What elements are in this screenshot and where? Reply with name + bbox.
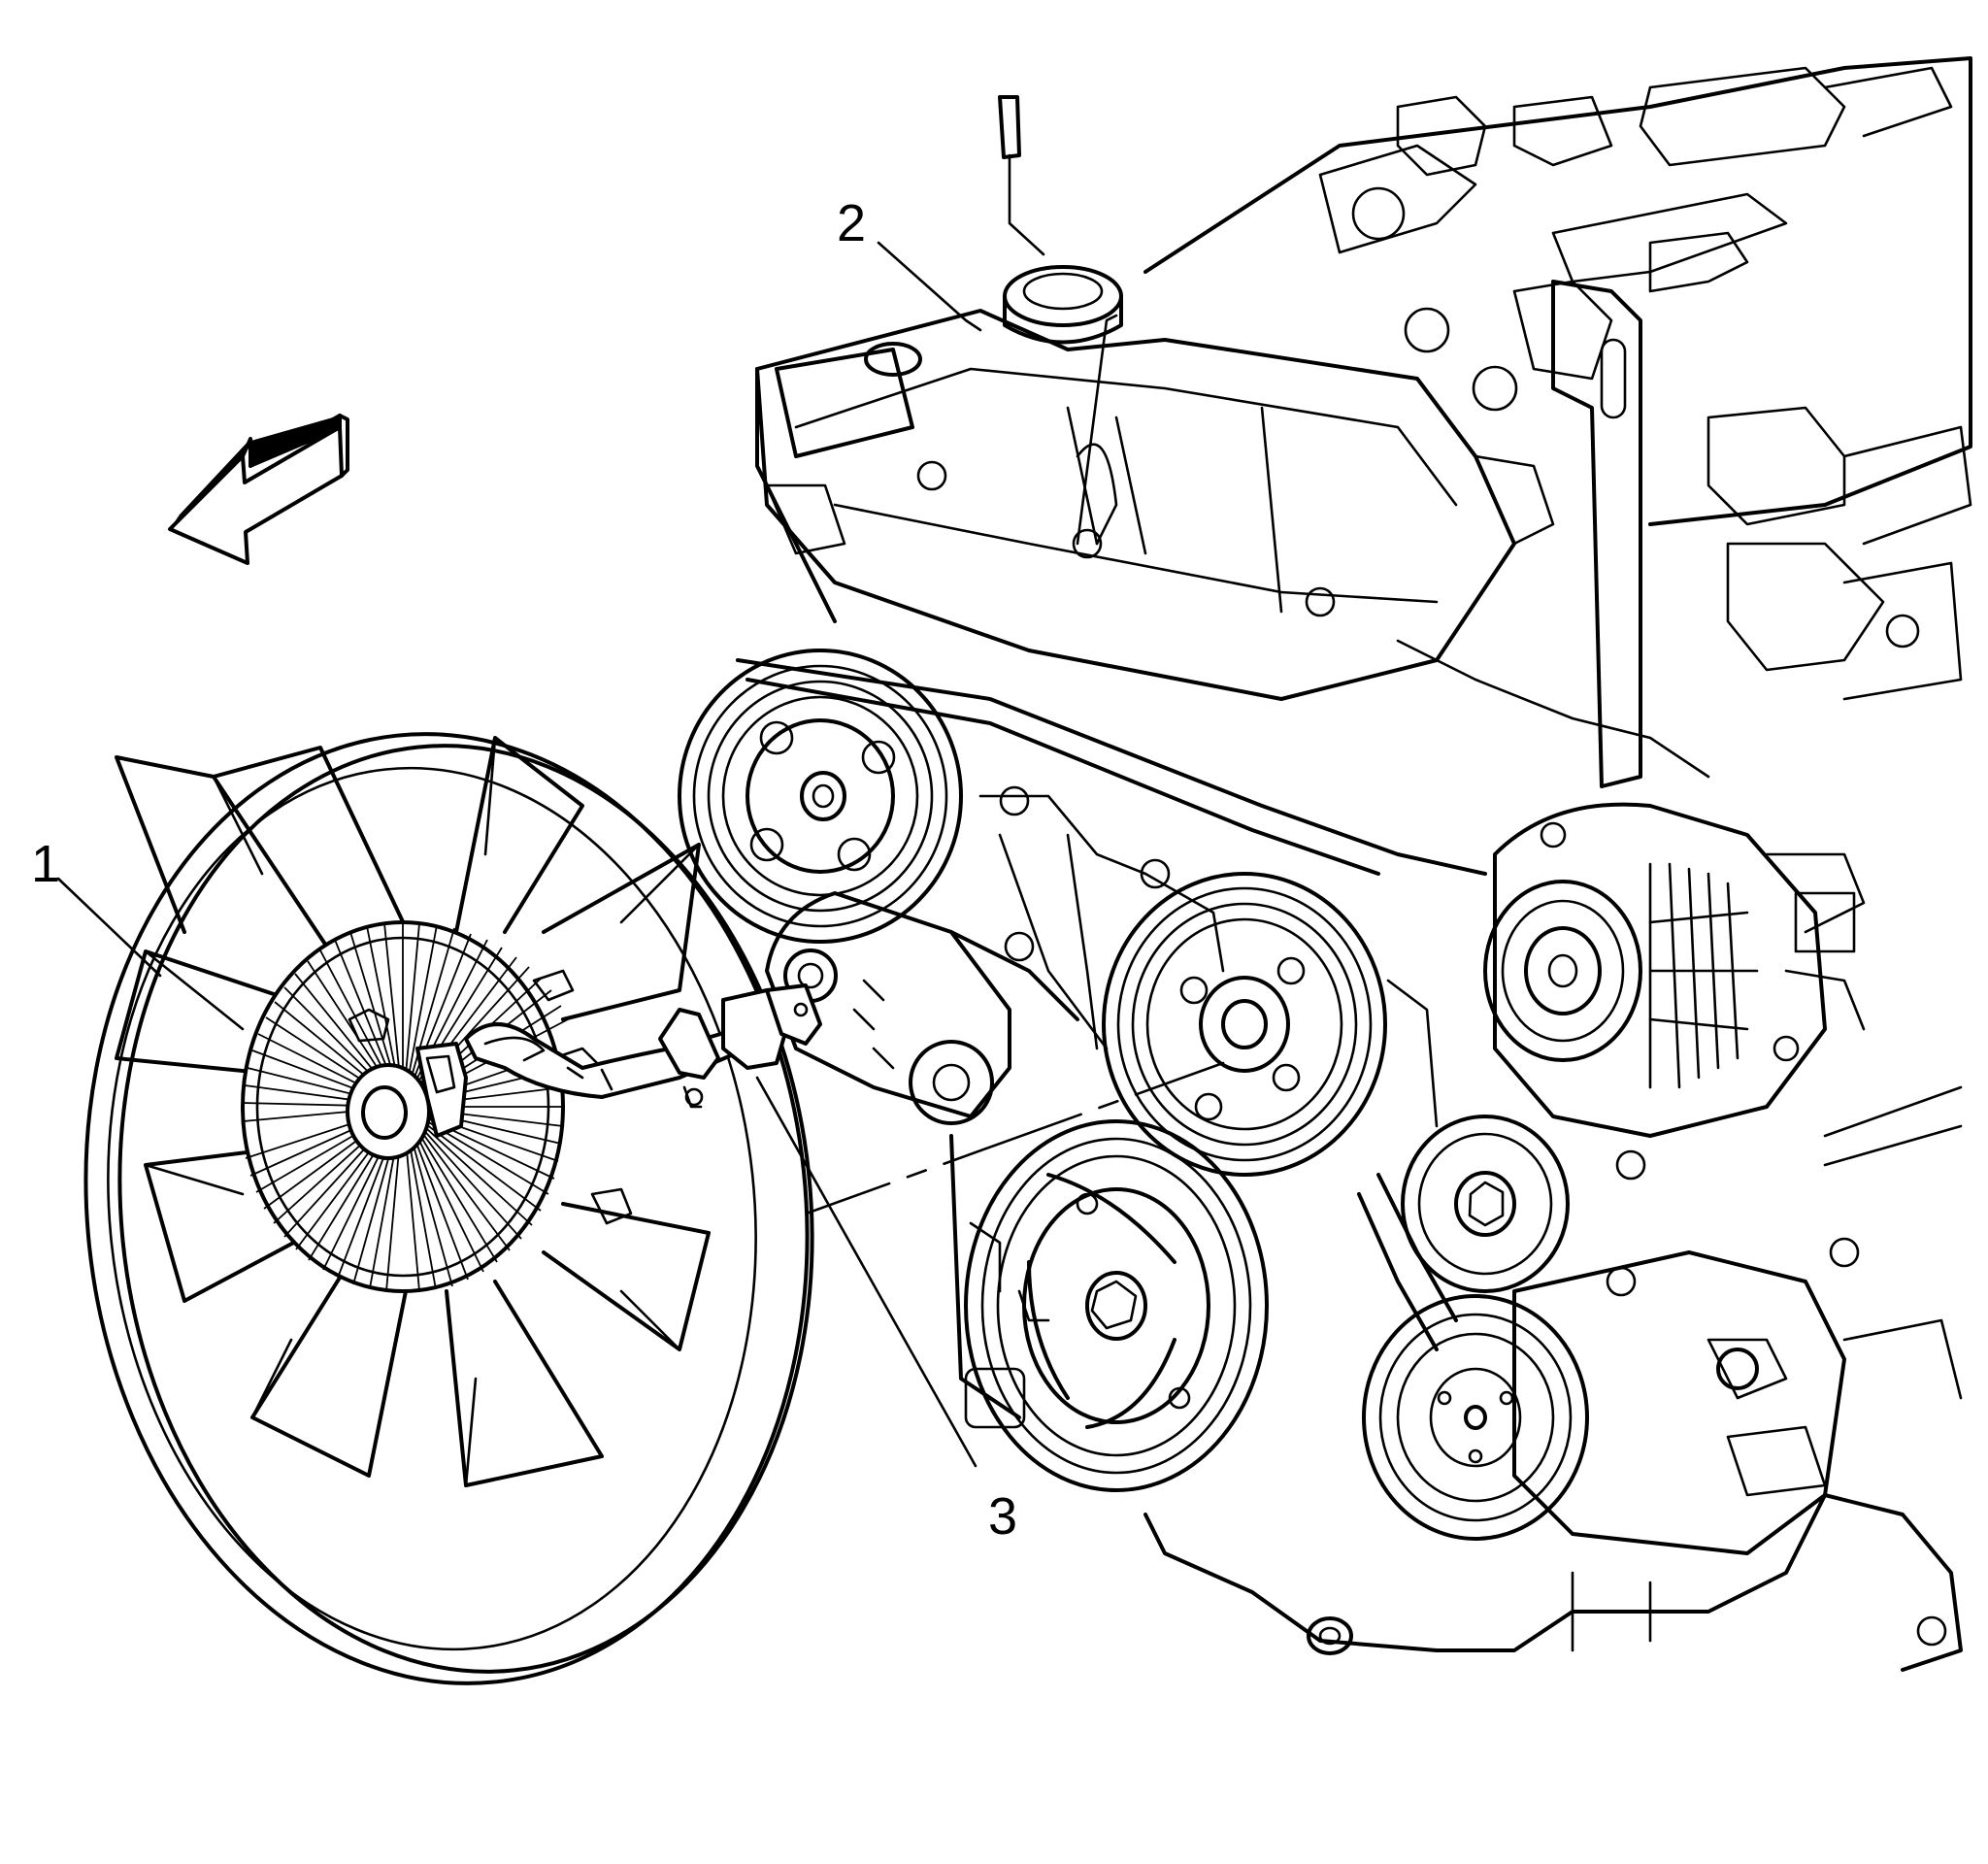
fan-clutch-wiring-harness <box>464 983 822 1109</box>
alternator <box>1483 802 1866 1138</box>
callout-2-label: 2 <box>837 194 866 252</box>
callout-1-label: 1 <box>31 835 60 893</box>
harmonic-balancer <box>964 1119 1269 1492</box>
ac-compressor <box>1362 1250 1846 1555</box>
oil-dipstick <box>998 95 1045 256</box>
intake-manifold <box>1143 56 1972 788</box>
engine-assembly <box>678 56 1972 1672</box>
callout-3-label: 3 <box>988 1487 1017 1546</box>
belt-tensioner <box>765 891 1011 1125</box>
leader-2 <box>877 241 982 332</box>
fan-clutch-assembly <box>83 732 822 1685</box>
crankshaft-pulley <box>1102 872 1439 1177</box>
engine-block-front <box>949 785 1225 1429</box>
callout-labels: 1 2 3 <box>31 194 1017 1546</box>
leader-1 <box>56 877 162 978</box>
drive-belt <box>736 658 1487 1351</box>
fan-clutch-hub <box>241 920 633 1293</box>
alignment-centerline <box>750 1061 1225 1235</box>
idler-pulley <box>1401 1115 1570 1293</box>
leader-3 <box>755 1076 977 1468</box>
leader-2-tip <box>1076 314 1118 546</box>
fan-blades <box>115 736 711 1487</box>
valve-cover <box>755 265 1710 779</box>
power-steering-pulley <box>678 649 963 944</box>
arrow-left-3d-icon <box>168 414 349 565</box>
oil-pan <box>1143 1085 1963 1672</box>
callout-leaders <box>56 241 1118 1468</box>
